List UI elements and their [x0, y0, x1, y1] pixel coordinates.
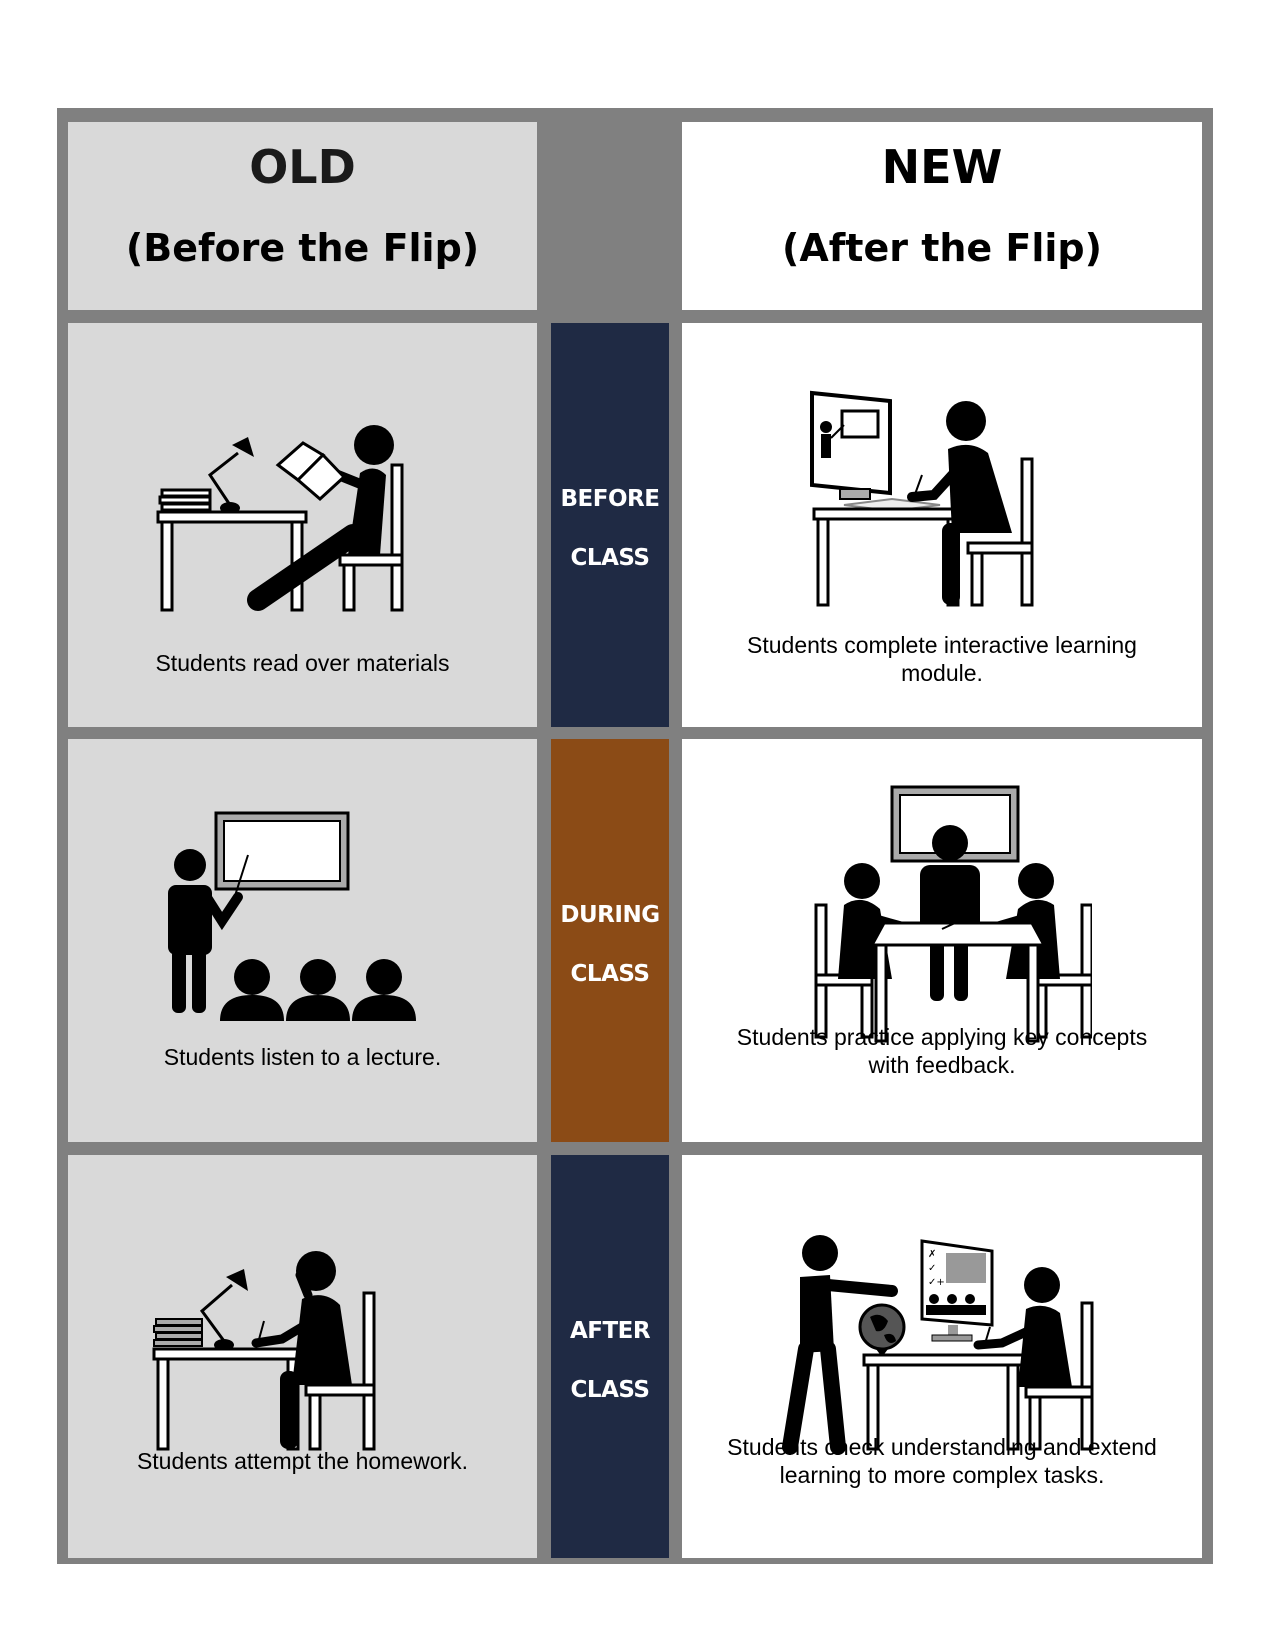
stage-after-class: AFTER CLASS	[551, 1155, 669, 1558]
svg-text:✓+: ✓+	[928, 1277, 945, 1288]
stage-label-line2: CLASS	[570, 545, 650, 571]
student-doing-homework-icon	[152, 1251, 376, 1451]
header-old: OLD (Before the Flip)	[68, 122, 537, 310]
new-after-class-cell: ✗ ✓ ✓+ Students check understanding and …	[682, 1155, 1202, 1558]
new-caption-line1: Students check understanding and extend	[727, 1434, 1157, 1460]
new-subtitle: (After the Flip)	[781, 226, 1102, 270]
stage-during-class: DURING CLASS	[551, 739, 669, 1142]
new-during-class-cell: Students practice applying key concepts …	[682, 739, 1202, 1142]
new-title: NEW	[881, 140, 1003, 194]
header-middle-blank	[551, 122, 669, 310]
old-caption: Students read over materials	[155, 650, 450, 676]
stage-label-line2: CLASS	[570, 1377, 650, 1403]
stage-label-line1: BEFORE	[560, 486, 660, 512]
header-new: NEW (After the Flip)	[682, 122, 1202, 310]
new-caption-line2: module.	[901, 660, 983, 686]
old-subtitle: (Before the Flip)	[125, 226, 480, 270]
student-reading-at-desk-icon	[156, 425, 404, 612]
old-caption: Students listen to a lecture.	[163, 1044, 442, 1070]
teacher-helping-student-icon: ✗ ✓ ✓+	[782, 1235, 1094, 1455]
new-caption-line1: Students complete interactive learning	[747, 632, 1137, 658]
old-caption: Students attempt the homework.	[136, 1448, 469, 1474]
new-caption-line2: with feedback.	[868, 1052, 1016, 1078]
svg-text:✓: ✓	[928, 1263, 936, 1274]
new-before-class-cell: Students complete interactive learning m…	[682, 323, 1202, 727]
stage-label-line2: CLASS	[570, 961, 650, 987]
old-before-class-cell: Students read over materials	[68, 323, 537, 727]
teacher-lecturing-students-icon	[168, 811, 416, 1021]
group-work-at-table-icon	[814, 785, 1092, 1043]
svg-text:✗: ✗	[928, 1249, 936, 1260]
stage-before-class: BEFORE CLASS	[551, 323, 669, 727]
old-title: OLD	[249, 140, 356, 194]
old-during-class-cell: Students listen to a lecture.	[68, 739, 537, 1142]
stage-label-line1: AFTER	[569, 1318, 651, 1344]
stage-label-line1: DURING	[560, 902, 660, 928]
old-after-class-cell: Students attempt the homework.	[68, 1155, 537, 1558]
new-caption-line2: learning to more complex tasks.	[779, 1462, 1105, 1488]
student-at-computer-module-icon	[810, 390, 1034, 607]
new-caption-line1: Students practice applying key concepts	[736, 1024, 1148, 1050]
